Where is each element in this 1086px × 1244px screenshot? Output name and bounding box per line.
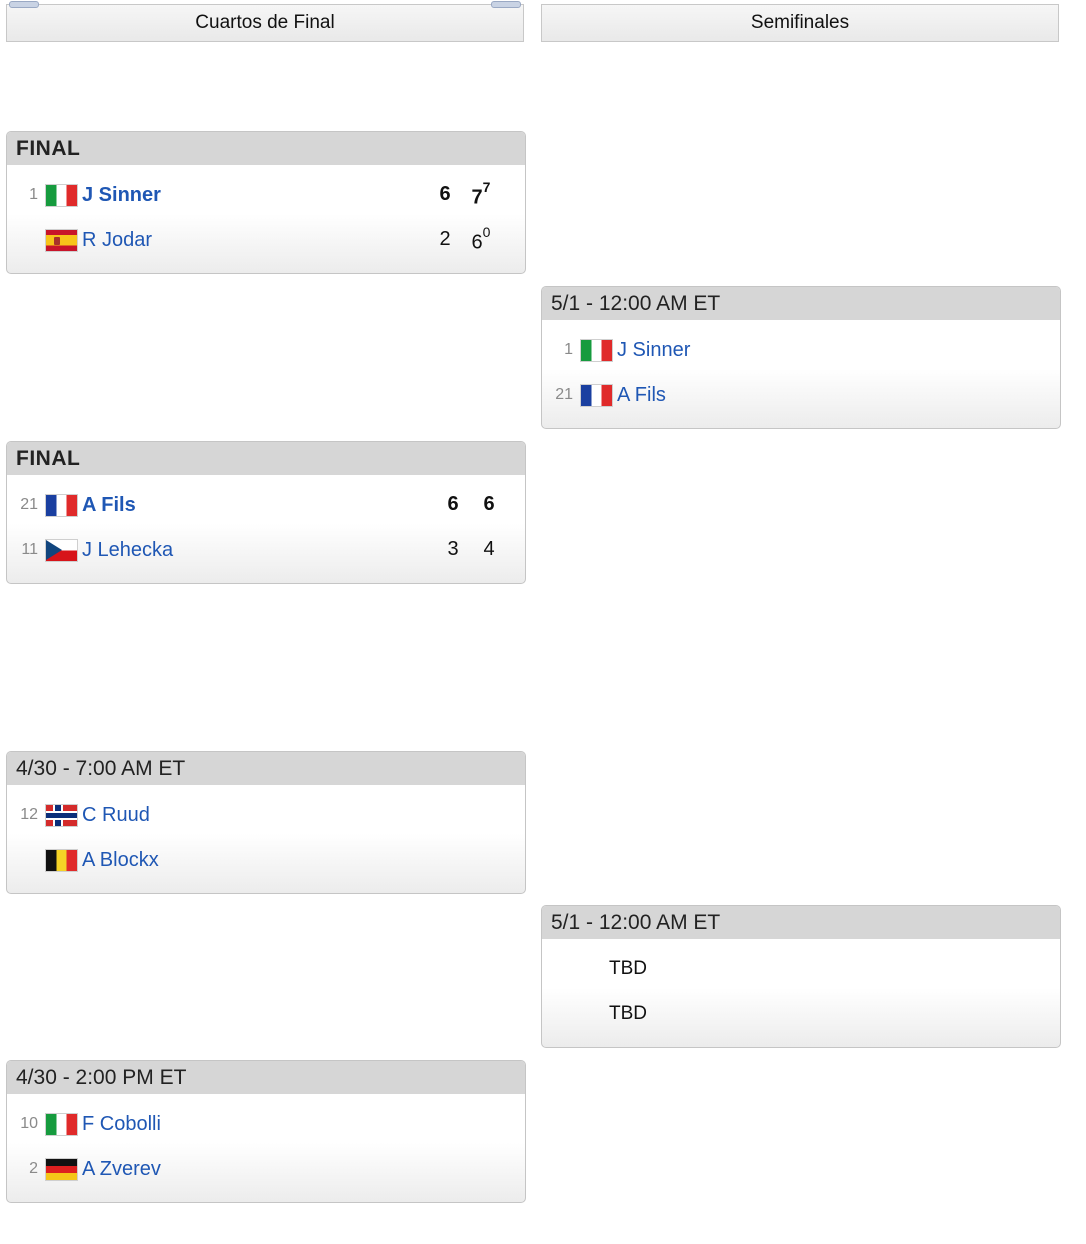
player-name[interactable]: A Zverev bbox=[82, 1157, 161, 1180]
match-status: 4/30 - 7:00 AM ET bbox=[7, 752, 525, 785]
match-card-sf1[interactable]: 5/1 - 12:00 AM ET 1 J Sinner 21 A Fils bbox=[541, 286, 1061, 429]
player-row[interactable]: 1 J Sinner bbox=[542, 335, 1060, 365]
match-card-sf2[interactable]: 5/1 - 12:00 AM ET TBD TBD bbox=[541, 905, 1061, 1048]
player-row[interactable]: A Blockx bbox=[7, 845, 525, 875]
match-card-qf3[interactable]: 4/30 - 7:00 AM ET 12 C Ruud A Blockx bbox=[6, 751, 526, 894]
player-name[interactable]: A Fils bbox=[82, 493, 136, 516]
player-seed: 21 bbox=[555, 386, 573, 403]
italy-flag-icon bbox=[580, 338, 613, 362]
belgium-flag-icon bbox=[45, 848, 78, 872]
round-header-quarterfinals: Cuartos de Final bbox=[6, 1, 524, 42]
czech-flag-icon bbox=[45, 538, 78, 562]
match-status: 5/1 - 12:00 AM ET bbox=[542, 287, 1060, 320]
tiebreak-score: 0 bbox=[482, 224, 491, 240]
match-status: 5/1 - 12:00 AM ET bbox=[542, 906, 1060, 939]
player-name[interactable]: J Sinner bbox=[82, 183, 161, 206]
spain-flag-icon bbox=[45, 228, 78, 252]
player-name[interactable]: J Lehecka bbox=[82, 538, 174, 561]
player-seed: 1 bbox=[29, 186, 38, 203]
set-score: 6 bbox=[447, 493, 459, 515]
player-name[interactable]: R Jodar bbox=[82, 228, 153, 251]
match-status: 4/30 - 2:00 PM ET bbox=[7, 1061, 525, 1094]
set-score: 4 bbox=[483, 538, 495, 560]
tiebreak-score: 7 bbox=[482, 179, 491, 195]
player-row[interactable]: 2 A Zverev bbox=[7, 1154, 525, 1184]
set-score: 2 bbox=[439, 228, 451, 250]
player-row[interactable]: 1 J Sinner 6 77 bbox=[7, 179, 525, 210]
italy-flag-icon bbox=[45, 183, 78, 207]
player-name: TBD bbox=[609, 958, 647, 979]
player-name[interactable]: C Ruud bbox=[82, 803, 150, 826]
round-title: Cuartos de Final bbox=[195, 12, 335, 33]
player-row[interactable]: 12 C Ruud bbox=[7, 800, 525, 830]
player-name: TBD bbox=[609, 1003, 647, 1024]
player-seed: 10 bbox=[20, 1115, 38, 1132]
player-row[interactable]: 11 J Lehecka 3 4 bbox=[7, 535, 525, 565]
match-card-qf1[interactable]: FINAL 1 J Sinner 6 77 R Jodar 2 60 bbox=[6, 131, 526, 274]
match-status: FINAL bbox=[7, 132, 525, 165]
player-row[interactable]: 10 F Cobolli bbox=[7, 1109, 525, 1139]
round-header-semifinals: Semifinales bbox=[541, 4, 1059, 42]
player-seed: 21 bbox=[20, 496, 38, 513]
player-row[interactable]: R Jodar 2 60 bbox=[7, 224, 525, 255]
scroll-right-nub[interactable] bbox=[491, 1, 521, 8]
player-seed: 11 bbox=[21, 541, 38, 558]
set-score: 6 bbox=[483, 493, 495, 515]
norway-flag-icon bbox=[45, 803, 78, 827]
player-name[interactable]: F Cobolli bbox=[82, 1112, 161, 1135]
player-row[interactable]: TBD bbox=[542, 999, 1060, 1029]
set-score: 60 bbox=[471, 224, 491, 254]
germany-flag-icon bbox=[45, 1157, 78, 1181]
player-row[interactable]: TBD bbox=[542, 954, 1060, 984]
italy-flag-icon bbox=[45, 1112, 78, 1136]
france-flag-icon bbox=[45, 493, 78, 517]
france-flag-icon bbox=[580, 383, 613, 407]
player-seed: 12 bbox=[20, 806, 38, 823]
set-score: 3 bbox=[447, 538, 459, 560]
round-title: Semifinales bbox=[750, 12, 850, 33]
player-seed: 2 bbox=[29, 1160, 38, 1177]
player-name[interactable]: A Fils bbox=[617, 383, 666, 406]
match-card-qf4[interactable]: 4/30 - 2:00 PM ET 10 F Cobolli 2 A Zvere… bbox=[6, 1060, 526, 1203]
set-score: 77 bbox=[471, 179, 491, 209]
player-row[interactable]: 21 A Fils 6 6 bbox=[7, 490, 525, 520]
player-name[interactable]: J Sinner bbox=[617, 338, 691, 361]
set-score: 6 bbox=[439, 183, 451, 205]
player-name[interactable]: A Blockx bbox=[82, 848, 159, 871]
player-row[interactable]: 21 A Fils bbox=[542, 380, 1060, 410]
scroll-left-nub[interactable] bbox=[9, 1, 39, 8]
match-card-qf2[interactable]: FINAL 21 A Fils 6 6 11 J Lehecka 3 4 bbox=[6, 441, 526, 584]
match-status: FINAL bbox=[7, 442, 525, 475]
player-seed: 1 bbox=[564, 341, 573, 358]
